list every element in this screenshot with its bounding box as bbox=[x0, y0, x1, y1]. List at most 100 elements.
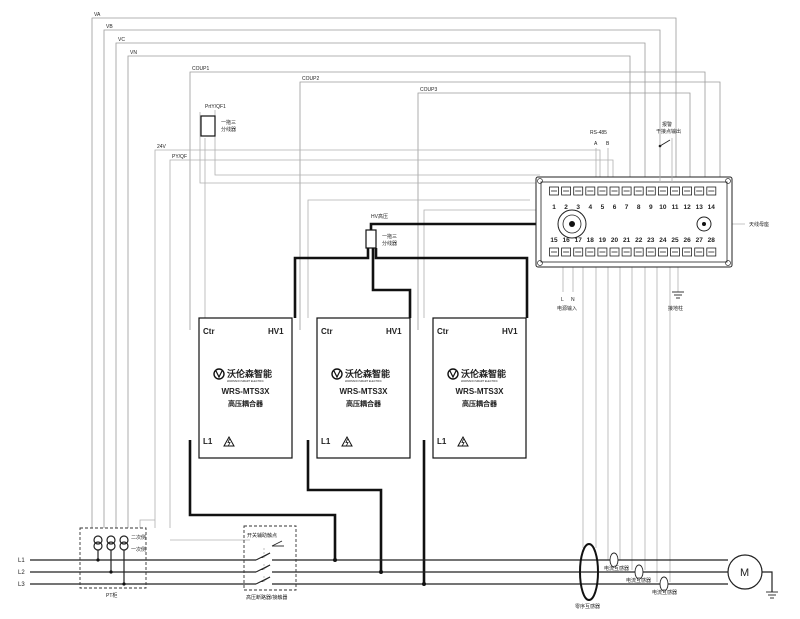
terminal-number: 16 bbox=[562, 237, 570, 244]
vc-label: VC bbox=[118, 37, 125, 43]
terminal-block-inner bbox=[540, 181, 728, 263]
pt-cabinet-frame bbox=[79, 527, 147, 589]
model-label: WRS-MTS3X bbox=[222, 387, 271, 396]
alarm-group: 报警 干接点输出 bbox=[656, 121, 681, 182]
aux-splitter-note: 一拖三 bbox=[221, 119, 236, 126]
ct3-label: 电流互感器 bbox=[652, 589, 677, 596]
vn-wire bbox=[127, 55, 631, 528]
rs485-a-label: A bbox=[594, 141, 598, 147]
hv-port-inner bbox=[562, 214, 582, 234]
phase-cts: 电流互感器 电流互感器 电流互感器 bbox=[604, 552, 677, 596]
pt-secondary-label: 二次侧 bbox=[131, 534, 146, 541]
hv-to-c3 bbox=[374, 248, 529, 318]
brand-name: 沃伦森智能 bbox=[227, 368, 272, 379]
ct3-icon bbox=[659, 576, 669, 592]
screw-icon bbox=[537, 178, 543, 184]
antenna-label: 天线母座 bbox=[749, 221, 769, 228]
hv-to-c1 bbox=[293, 248, 370, 318]
ctr-terminal-label: Ctr bbox=[203, 327, 215, 336]
hv-splitter-note-1: 一拖三 bbox=[382, 233, 397, 240]
aux-splitter-box bbox=[200, 115, 216, 137]
terminal-number: 13 bbox=[696, 204, 704, 211]
coup2-wire bbox=[299, 81, 721, 330]
ground-group: 接地柱 bbox=[668, 291, 684, 312]
brand-logo-icon bbox=[447, 368, 459, 380]
terminal-number: 1 bbox=[552, 204, 556, 211]
terminal-number: 2 bbox=[564, 204, 568, 211]
brand-name: 沃伦森智能 bbox=[461, 368, 506, 379]
terminal-number: 9 bbox=[649, 204, 653, 211]
zero-sequence-label: 零序互感器 bbox=[575, 603, 600, 610]
screw-icon bbox=[537, 260, 543, 266]
breaker-frame bbox=[243, 525, 297, 591]
vb-label: VB bbox=[106, 24, 113, 30]
antenna-port-pin bbox=[702, 222, 706, 226]
terminal-number: 23 bbox=[647, 237, 655, 244]
terminal-number: 24 bbox=[659, 237, 667, 244]
ctr2-wire bbox=[307, 199, 530, 318]
hv-warning-icon bbox=[341, 435, 353, 447]
ct1-icon bbox=[609, 552, 619, 568]
terminal-number: 21 bbox=[623, 237, 631, 244]
hv-splitter: HV高压 一拖三 分线器 bbox=[365, 213, 397, 249]
brand-name: 沃伦森智能 bbox=[345, 368, 390, 379]
terminal-number: 10 bbox=[659, 204, 667, 211]
brand-subtitle: WARNSON SMART ELECTRIC bbox=[345, 379, 382, 383]
coupler-name: 高压耦合器 bbox=[346, 399, 382, 408]
rs485-b-label: B bbox=[606, 141, 610, 147]
power-l-label: L bbox=[561, 297, 564, 303]
aux-splitter-note-2: 分线器 bbox=[221, 126, 236, 133]
terminal-number: 22 bbox=[635, 237, 643, 244]
relay-wire-b bbox=[214, 110, 540, 176]
terminal-number: 6 bbox=[613, 204, 617, 211]
alarm-contact-icon bbox=[659, 139, 671, 147]
coupler-name: 高压耦合器 bbox=[462, 399, 498, 408]
hv-splitter-label: HV高压 bbox=[371, 213, 388, 220]
va-wire bbox=[91, 17, 677, 528]
hv-port-pin bbox=[569, 221, 575, 227]
l3-bus-label: L3 bbox=[18, 582, 25, 588]
terminal-number: 28 bbox=[708, 237, 716, 244]
terminal-number: 15 bbox=[550, 237, 558, 244]
vc-wire bbox=[115, 42, 646, 528]
signal-labels: VA VB VC VN COUP1 COUP2 COUP3 24V PY/QF bbox=[94, 12, 437, 160]
hv1-terminal-label: HV1 bbox=[502, 327, 518, 336]
vb-wire bbox=[103, 29, 661, 528]
alarm-label-2: 干接点输出 bbox=[656, 128, 681, 135]
motor-symbol: M bbox=[740, 567, 749, 579]
coupler-body bbox=[432, 317, 527, 459]
terminal-number: 12 bbox=[683, 204, 691, 211]
junction-dot bbox=[333, 558, 337, 562]
terminal-number: 3 bbox=[576, 204, 580, 211]
pt-aux-wire bbox=[139, 519, 155, 528]
power-input-group: L N 电源输入 bbox=[557, 297, 577, 312]
ct2-label: 电流互感器 bbox=[626, 577, 651, 584]
screw-icon bbox=[725, 260, 731, 266]
model-label: WRS-MTS3X bbox=[340, 387, 389, 396]
breaker-aux-label: 开关辅助触点 bbox=[247, 532, 277, 539]
hv-main-wire bbox=[369, 222, 569, 230]
alarm-contact-dot bbox=[658, 144, 662, 148]
terminal-number: 17 bbox=[575, 237, 583, 244]
terminal-number: 14 bbox=[708, 204, 716, 211]
power-input-label: 电源输入 bbox=[557, 305, 577, 312]
coupler-body bbox=[198, 317, 293, 459]
hv-warning-icon bbox=[223, 435, 235, 447]
terminal-number: 25 bbox=[671, 237, 679, 244]
aux-splitter: PrtY/QF1 一拖三 分线器 bbox=[200, 104, 236, 137]
l1-c2-wire bbox=[306, 440, 383, 572]
pt-transformer-icons bbox=[93, 535, 129, 586]
pyqf-label: PY/QF bbox=[172, 154, 187, 160]
l1-terminal-label: L1 bbox=[321, 437, 331, 446]
pt-primary-label: 一次侧 bbox=[131, 546, 146, 553]
hv1-terminal-label: HV1 bbox=[268, 327, 284, 336]
screw-icon bbox=[725, 178, 731, 184]
vn-label: VN bbox=[130, 50, 137, 56]
coup1-label: COUP1 bbox=[192, 66, 209, 72]
